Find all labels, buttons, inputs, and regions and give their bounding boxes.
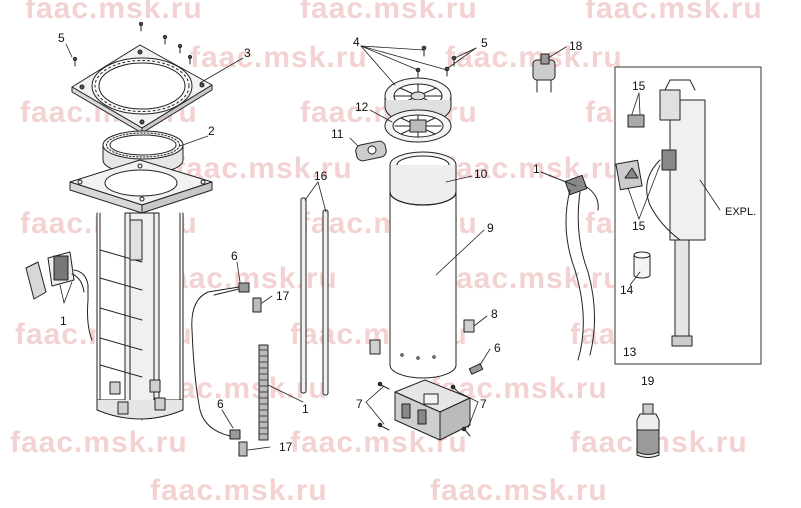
callout-label: 17 xyxy=(279,440,293,454)
part-14-filter xyxy=(633,251,651,279)
part-5-screws xyxy=(415,45,457,78)
callout-label: 4 xyxy=(353,35,360,49)
callout-label: 15 xyxy=(632,79,646,93)
part-7-base-block xyxy=(377,379,471,441)
part-6-sensor xyxy=(468,363,484,375)
part-1-control-unit xyxy=(25,251,93,341)
part-1-rack xyxy=(258,344,269,441)
part-9-cylinder xyxy=(389,151,457,379)
part-13-actuator xyxy=(646,79,706,347)
part-16-rods xyxy=(300,197,329,396)
part-17-connector xyxy=(238,297,262,457)
leader-lines xyxy=(59,43,721,451)
part-5-screws xyxy=(72,21,193,67)
callout-label: 2 xyxy=(208,124,215,138)
callout-label: 14 xyxy=(620,283,634,297)
callout-label: 6 xyxy=(494,341,501,355)
callout-label: 10 xyxy=(474,167,488,181)
part-3-top-frame xyxy=(71,44,213,134)
callout-label: 9 xyxy=(487,221,494,235)
callout-label: 18 xyxy=(569,39,583,53)
callout-label: 17 xyxy=(276,289,290,303)
part-19-oil-bottle xyxy=(636,403,660,458)
callout-label: 6 xyxy=(217,397,224,411)
exploded-parts-diagram: faac.msk.ru faac.msk.ru faac.msk.ru faac… xyxy=(10,0,762,507)
callout-label: 5 xyxy=(58,31,65,45)
part-1-cable-harness xyxy=(564,174,599,361)
callout-label: 8 xyxy=(491,307,498,321)
callout-label: 12 xyxy=(355,100,369,114)
callout-label: 13 xyxy=(623,345,637,359)
parts-drawing xyxy=(25,21,762,458)
callout-label: 19 xyxy=(641,374,655,388)
part-column-body xyxy=(69,159,213,421)
part-18-bracket xyxy=(532,53,556,93)
part-15-switch xyxy=(615,114,645,191)
callout-label: 7 xyxy=(480,397,487,411)
callout-label: 6 xyxy=(231,249,238,263)
part-12-lens xyxy=(384,109,452,143)
part-11-gasket xyxy=(355,140,387,162)
callout-label: 7 xyxy=(356,397,363,411)
part-6-sensor xyxy=(191,282,250,440)
callout-label: 5 xyxy=(481,36,488,50)
callout-label: 11 xyxy=(331,127,344,141)
callout-label: 15 xyxy=(632,219,646,233)
callout-label: 1 xyxy=(60,314,67,328)
callout-label: 3 xyxy=(244,46,251,60)
inset-note-expl: EXPL. xyxy=(725,206,757,218)
callout-label: 16 xyxy=(314,169,328,183)
callout-label: 1 xyxy=(302,402,309,416)
callout-label: 1 xyxy=(533,162,540,176)
